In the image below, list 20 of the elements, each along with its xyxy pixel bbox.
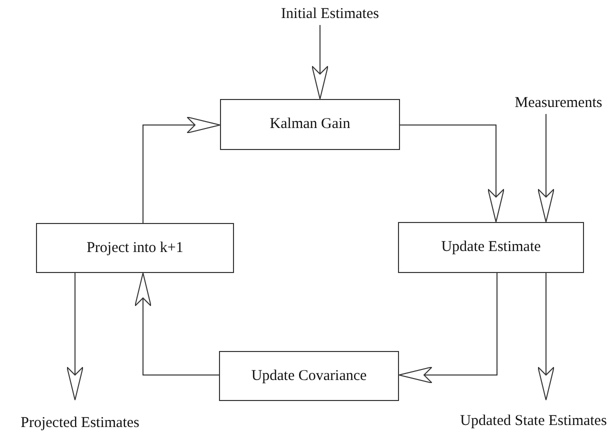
process-box	[219, 351, 399, 401]
flow-label: Initial Estimates	[281, 6, 379, 22]
process-box	[36, 223, 234, 273]
arrow	[538, 114, 554, 222]
box-label: Update Covariance	[251, 368, 367, 384]
box-label: Project into k+1	[86, 240, 184, 256]
box-label: Update Estimate	[441, 239, 541, 256]
arrow	[400, 124, 504, 222]
flow-label: Measurements	[514, 94, 602, 112]
box-label: Kalman Gain	[270, 116, 350, 133]
flow-label: Projected Estimates	[20, 414, 140, 432]
arrow	[134, 272, 220, 376]
arrow	[398, 272, 498, 384]
arrow	[312, 24, 328, 100]
flow-label: Updated State Estimates	[460, 412, 607, 430]
arrow	[66, 272, 84, 400]
arrow	[538, 272, 554, 400]
process-box	[398, 222, 584, 273]
process-box	[220, 99, 400, 150]
arrow	[142, 116, 220, 224]
